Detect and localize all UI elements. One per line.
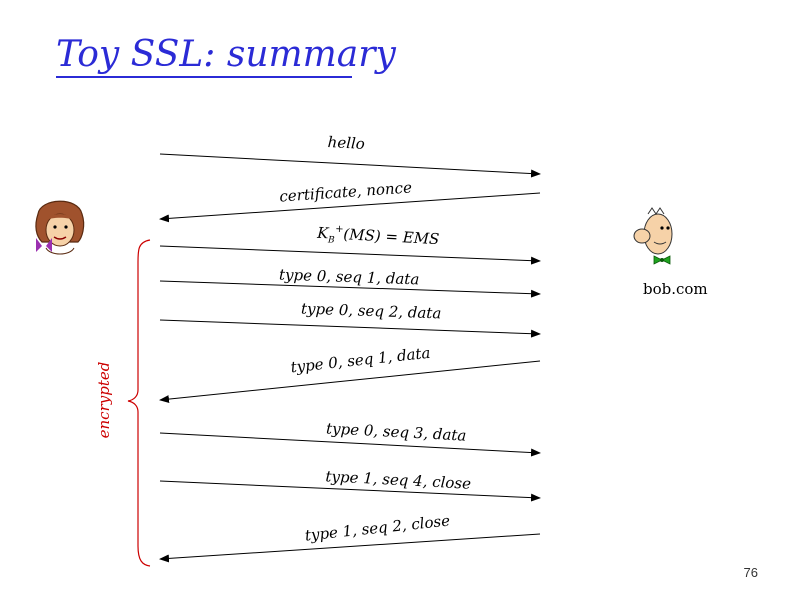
message-label-9: type 1, seq 2, close xyxy=(304,511,451,544)
bob-host-label: bob.com xyxy=(643,280,708,298)
alice-cartoon-icon xyxy=(35,200,85,255)
message-arrow-7 xyxy=(159,432,541,457)
message-arrow-8 xyxy=(159,480,541,502)
message-label-4: type 0, seq 1, data xyxy=(279,266,420,289)
message-label-2: certificate, nonce xyxy=(279,178,413,205)
message-arrow-6 xyxy=(159,360,541,404)
message-arrow-3 xyxy=(159,245,541,265)
encrypted-label: encrypted xyxy=(95,361,113,439)
message-label-1: hello xyxy=(327,133,365,153)
encrypted-bracket xyxy=(127,239,151,567)
message-label-5: type 0, seq 2, data xyxy=(301,300,442,323)
slide-title: Toy SSL: summary xyxy=(56,34,396,75)
message-arrow-5 xyxy=(159,319,541,338)
message-label-3: KB+(MS) = EMS xyxy=(316,223,440,251)
page-number: 76 xyxy=(743,565,758,580)
message-label-7: type 0, seq 3, data xyxy=(326,419,467,444)
bob-cartoon-icon xyxy=(633,207,673,265)
message-arrows xyxy=(159,153,541,563)
message-label-6: type 0, seq 1, data xyxy=(290,344,431,377)
title-underline xyxy=(56,76,352,78)
message-arrow-2 xyxy=(159,192,541,223)
message-arrow-9 xyxy=(159,533,541,563)
message-arrow-1 xyxy=(159,153,541,178)
message-arrow-4 xyxy=(159,280,541,298)
